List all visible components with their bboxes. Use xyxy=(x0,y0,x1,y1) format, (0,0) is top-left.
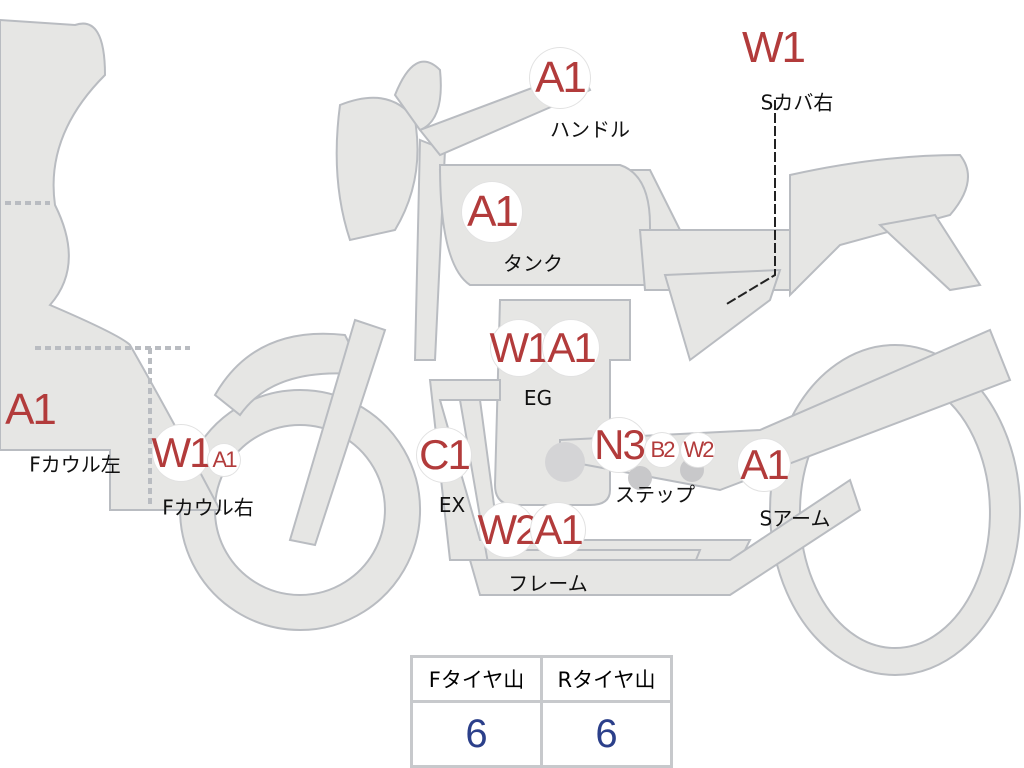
code-badge: A1 xyxy=(543,320,599,376)
mirror xyxy=(393,60,442,132)
side-cover xyxy=(663,268,782,362)
part-label: Fカウル右 xyxy=(162,495,254,520)
part-label: Sアーム xyxy=(759,506,831,531)
code-badge: N3 xyxy=(592,418,646,472)
front-tire-header: Fタイヤ山 xyxy=(410,655,543,703)
frame-down xyxy=(468,478,862,596)
engine-cover xyxy=(545,442,585,482)
rear-tire-header: Rタイヤ山 xyxy=(540,655,673,703)
part-label: EG xyxy=(523,386,553,410)
code-badge: W1 xyxy=(152,425,213,481)
code-badge: B2 xyxy=(645,433,679,467)
code-badge: W1 xyxy=(490,320,551,376)
code-badge: A1 xyxy=(462,182,522,242)
code-badge: A1 xyxy=(5,385,57,434)
code-badge: W2 xyxy=(478,503,539,557)
tail xyxy=(877,213,982,292)
front-tire-value: 6 xyxy=(410,700,543,768)
code-badge: A1 xyxy=(208,444,240,476)
code-badge: W1 xyxy=(742,23,806,72)
part-label: ハンドル xyxy=(550,117,630,142)
headlight xyxy=(335,96,419,242)
code-badge: A1 xyxy=(738,439,790,491)
part-label: Fカウル左 xyxy=(29,452,121,477)
front-fork xyxy=(288,318,387,547)
cowl-divider xyxy=(5,201,190,508)
code-badge: W2 xyxy=(681,433,715,467)
step-peg-left xyxy=(628,466,652,490)
part-label: Sカバ右 xyxy=(760,90,834,115)
code-badge: A1 xyxy=(530,48,590,108)
code-badge: C1 xyxy=(417,428,471,482)
rear-tire-value: 6 xyxy=(540,700,673,768)
leader-line xyxy=(724,100,776,306)
part-label: EX xyxy=(438,493,466,517)
part-label: タンク xyxy=(503,251,563,276)
part-label: ステップ xyxy=(615,482,695,507)
code-badge: A1 xyxy=(531,503,585,557)
part-label: フレーム xyxy=(508,571,588,596)
